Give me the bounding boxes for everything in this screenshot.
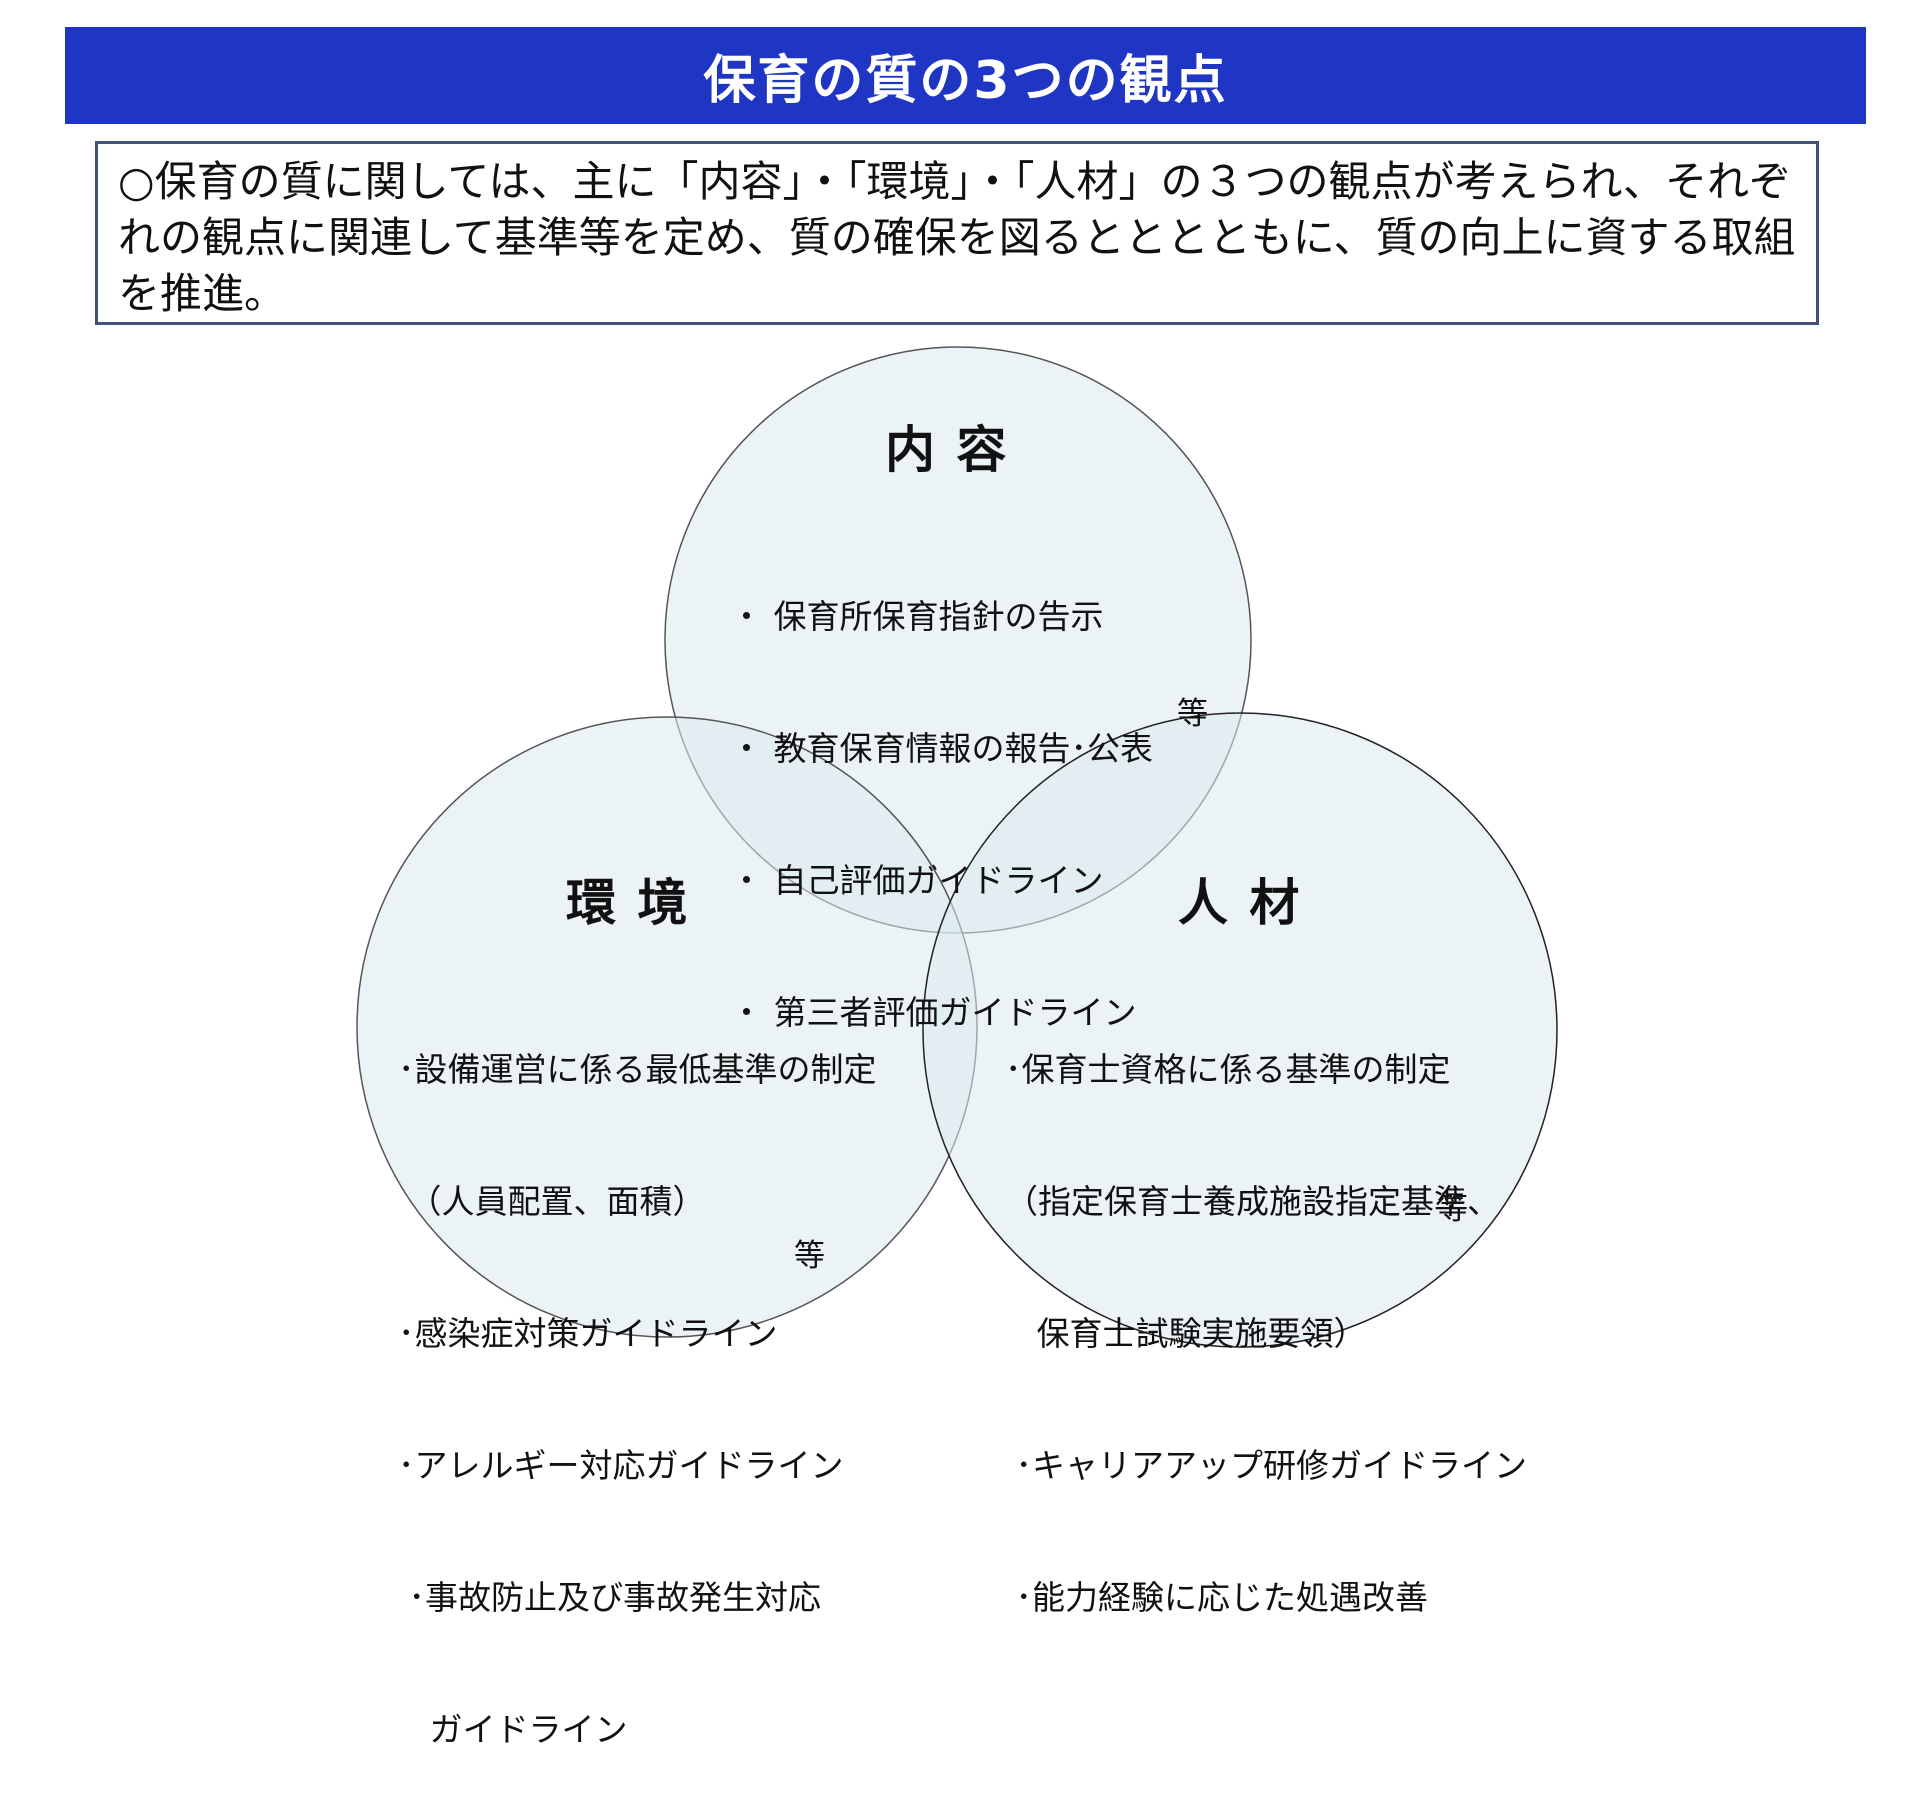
list-item: ･アレルギー対応ガイドライン xyxy=(398,1446,844,1485)
list-item: ガイドライン xyxy=(398,1710,628,1749)
title-bar: 保育の質の3つの観点 xyxy=(65,27,1866,124)
list-item: ・ 保育所保育指針の告示 xyxy=(730,597,1104,636)
content-list: ・ 保育所保育指針の告示 ・ 教育保育情報の報告･公表 ・ 自己評価ガイドライン… xyxy=(730,507,1153,1079)
list-item: 保育士試験実施要領） xyxy=(1005,1314,1367,1353)
venn-diagram xyxy=(356,346,1558,1348)
environment-title: 環 境 xyxy=(566,874,690,932)
list-item: ･保育士資格に係る基準の制定 xyxy=(1005,1050,1451,1089)
list-item: ･事故防止及び事故発生対応 xyxy=(398,1578,821,1617)
personnel-etc: 等 xyxy=(1437,1191,1468,1227)
list-item: ・ 第三者評価ガイドライン xyxy=(730,993,1137,1032)
page-title: 保育の質の3つの観点 xyxy=(703,51,1228,111)
list-item: ・ 教育保育情報の報告･公表 xyxy=(730,729,1153,768)
list-item: ･設備運営に係る最低基準の制定 xyxy=(398,1050,877,1089)
list-item: ･能力経験に応じた処遇改善 xyxy=(1005,1578,1428,1617)
personnel-list: ･保育士資格に係る基準の制定 （指定保育士養成施設指定基準、 保育士試験実施要領… xyxy=(1005,960,1527,1664)
circle-personnel xyxy=(922,712,1558,1348)
list-item: （人員配置、面積） xyxy=(398,1182,706,1221)
personnel-title: 人 材 xyxy=(1178,874,1302,932)
list-item: ･感染症対策ガイドライン xyxy=(398,1314,778,1353)
list-item: （指定保育士養成施設指定基準、 xyxy=(1005,1182,1500,1221)
content-etc: 等 xyxy=(1177,696,1208,732)
environment-etc: 等 xyxy=(794,1238,825,1274)
intro-text: ○保育の質に関しては、主に「内容」・「環境」・「人材」の３つの観点が考えられ、そ… xyxy=(95,141,1819,325)
list-item: ・ 自己評価ガイドライン xyxy=(730,861,1104,900)
list-item: ･キャリアアップ研修ガイドライン xyxy=(1005,1446,1527,1485)
environment-list: ･設備運営に係る最低基準の制定 （人員配置、面積） ･感染症対策ガイドライン ･… xyxy=(398,960,877,1796)
content-title: 内 容 xyxy=(885,421,1009,479)
